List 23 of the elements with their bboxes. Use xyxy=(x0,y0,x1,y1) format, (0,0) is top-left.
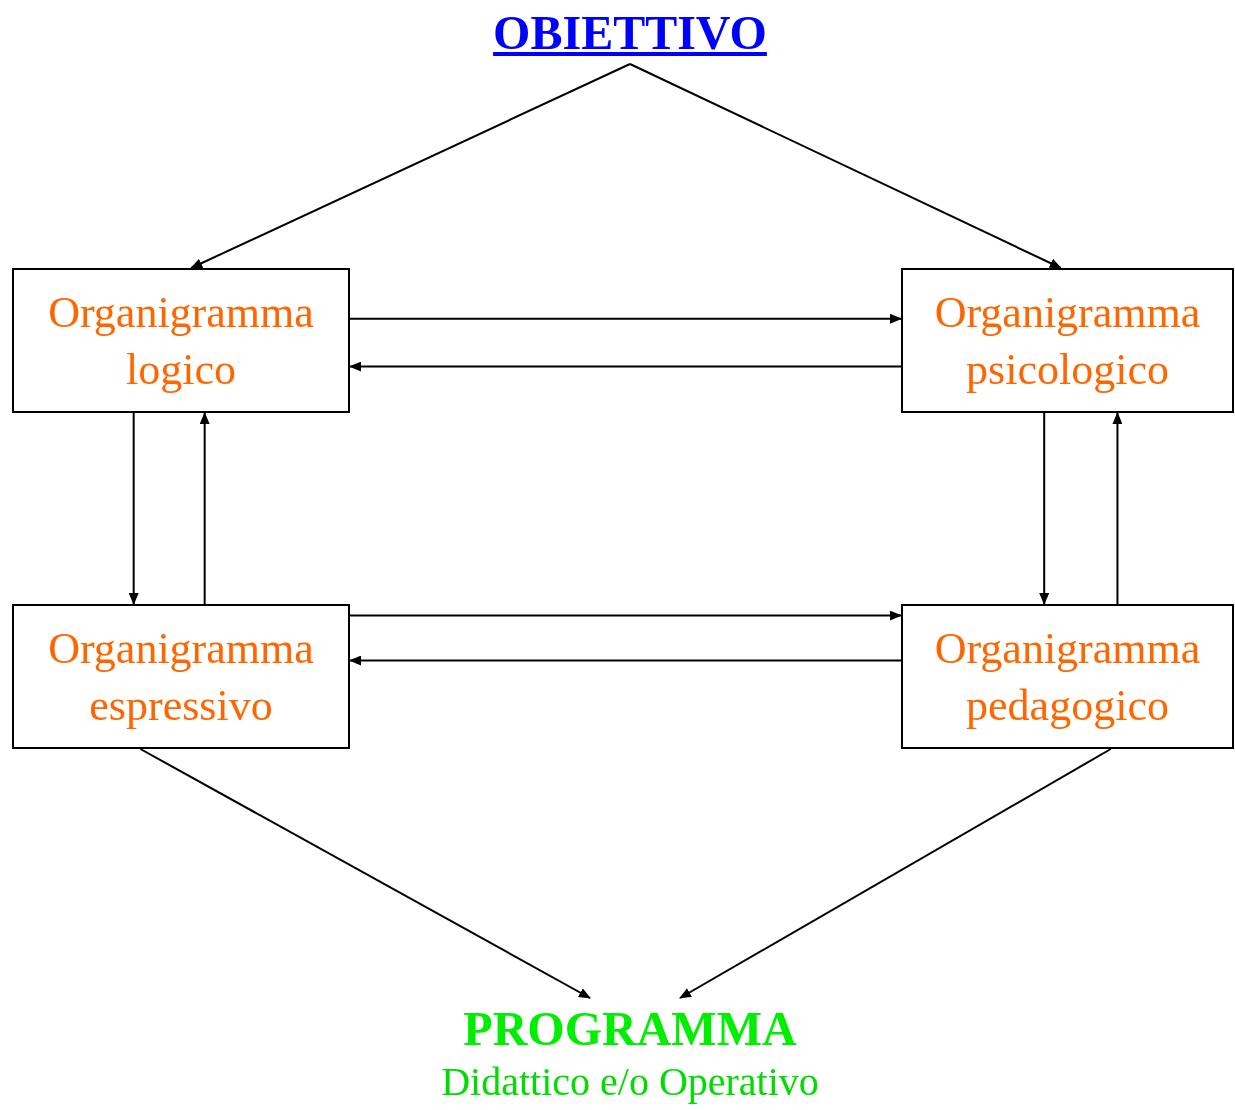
arrow xyxy=(349,610,902,621)
arrow xyxy=(128,412,139,605)
arrow xyxy=(629,63,1062,269)
title-text: OBIETTIVO xyxy=(493,5,767,61)
box-label: Organigramma logico xyxy=(47,286,315,396)
process-box xyxy=(901,604,1234,749)
arrow xyxy=(679,748,1112,999)
arrow xyxy=(349,361,902,372)
box-label: Organigramma psicologico xyxy=(933,286,1202,396)
arrow xyxy=(1112,412,1123,605)
process-box xyxy=(12,604,350,749)
arrow xyxy=(1039,412,1050,605)
arrow xyxy=(349,313,902,324)
box-label: Organigramma espressivo xyxy=(47,622,315,732)
arrow xyxy=(139,748,591,999)
process-box xyxy=(901,268,1234,413)
arrow xyxy=(349,655,902,666)
arrow xyxy=(190,63,631,269)
result-subtitle: Didattico e/o Operativo xyxy=(441,1058,819,1106)
process-box xyxy=(12,268,350,413)
arrow xyxy=(199,412,210,605)
result-heading: PROGRAMMA xyxy=(463,1001,797,1057)
box-label: Organigramma pedagogico xyxy=(933,622,1202,732)
